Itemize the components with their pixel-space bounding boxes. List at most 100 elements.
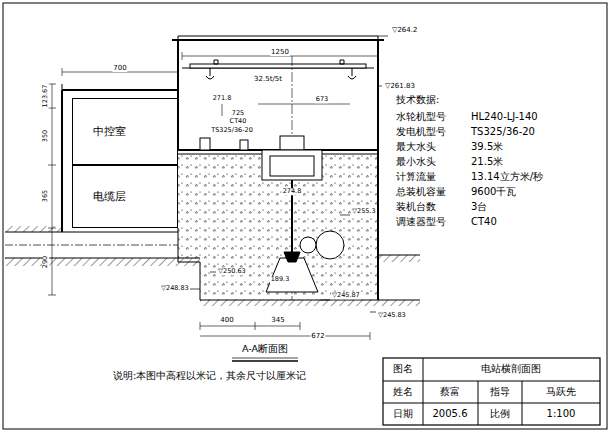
building-outline bbox=[61, 90, 63, 232]
elevation-marks bbox=[190, 36, 388, 312]
building-outline bbox=[5, 232, 200, 258]
title-block-cell: 比例 bbox=[489, 408, 511, 420]
building-outline bbox=[5, 245, 178, 246]
dimension-text: 1250 bbox=[270, 48, 290, 56]
spec-key: 总装机容量 bbox=[395, 186, 447, 198]
dimension-text: 290 bbox=[42, 255, 49, 269]
concrete-mass bbox=[200, 300, 420, 306]
section-title-underline bbox=[232, 358, 298, 359]
spec-key: 调速器型号 bbox=[395, 216, 447, 228]
dimension-text: ▽245.83 bbox=[377, 312, 407, 319]
title-block bbox=[383, 358, 600, 425]
title-block-cell: 日期 bbox=[392, 408, 414, 420]
spec-value: CT40 bbox=[470, 216, 498, 228]
dimension-text: ▽245.87 bbox=[331, 292, 361, 299]
dimension-text: 700 bbox=[112, 64, 127, 72]
building-outline bbox=[178, 36, 378, 40]
spec-value: HL240-LJ-140 bbox=[470, 111, 539, 123]
turbine-generator-unit bbox=[270, 156, 314, 176]
turbine-generator-unit bbox=[300, 237, 316, 253]
title-block-cell: 1:100 bbox=[546, 408, 577, 420]
sheet-frame bbox=[3, 3, 607, 429]
title-block-cell: 姓名 bbox=[392, 386, 414, 398]
dimension-text: 725 bbox=[231, 110, 245, 117]
concrete-mass bbox=[178, 150, 378, 300]
dimension-text: 123.67 bbox=[42, 84, 49, 109]
dimension-text: 350 bbox=[42, 129, 49, 143]
title-block-cell: 指导 bbox=[489, 386, 511, 398]
dimension-text: ▽250.63 bbox=[217, 268, 247, 275]
concrete-mass bbox=[5, 150, 420, 306]
note-text: 说明:本图中高程以米记，其余尺寸以厘米记 bbox=[112, 368, 319, 383]
title-block-cell: 图名 bbox=[392, 363, 414, 375]
title-block-cell: 2005.6 bbox=[432, 408, 469, 420]
turbine-generator-unit bbox=[200, 56, 344, 300]
table-heading: 技术数据: bbox=[395, 94, 440, 106]
dimension-text: 271.8 bbox=[212, 95, 233, 102]
dimension-lines bbox=[48, 52, 378, 340]
spec-value: 3台 bbox=[470, 201, 488, 213]
dimension-text: TS325/36-20 bbox=[210, 127, 254, 134]
title-block-cell: 马跃先 bbox=[545, 386, 577, 398]
spec-key: 最大水头 bbox=[395, 141, 437, 153]
dimension-text: 365 bbox=[42, 189, 49, 203]
spec-key: 装机台数 bbox=[395, 201, 437, 213]
title-block bbox=[383, 358, 600, 425]
concrete-mass bbox=[378, 255, 420, 262]
dimension-text: 672 bbox=[310, 332, 325, 340]
dimension-text: ▽264.2 bbox=[391, 26, 418, 34]
spec-key: 水轮机型号 bbox=[395, 111, 447, 123]
spec-value: 13.14立方米/秒 bbox=[470, 171, 544, 183]
elevation-marks bbox=[190, 36, 388, 312]
dimension-text: 345 bbox=[270, 316, 285, 324]
title-block bbox=[383, 381, 600, 403]
room-zone: 电缆层 bbox=[72, 165, 178, 228]
turbine-generator-unit bbox=[240, 140, 248, 150]
spec-value: 21.5米 bbox=[470, 156, 504, 168]
dimension-text: ▽261.83 bbox=[384, 82, 416, 90]
room-zone: 中控室 bbox=[72, 98, 178, 165]
dimension-lines bbox=[200, 332, 370, 340]
dimension-text: ▽248.83 bbox=[160, 285, 190, 292]
crane bbox=[214, 60, 344, 64]
spec-key: 计算流量 bbox=[395, 171, 437, 183]
spec-value: TS325/36-20 bbox=[470, 126, 536, 138]
room-name: 电缆层 bbox=[91, 189, 128, 204]
turbine-generator-unit bbox=[200, 138, 210, 150]
dimension-text: 32.5t/5t bbox=[253, 75, 283, 83]
title-block-cell: 电站横剖面图 bbox=[480, 363, 542, 375]
building-outline bbox=[62, 89, 178, 91]
spec-value: 39.5米 bbox=[470, 141, 504, 153]
building-outline bbox=[178, 228, 378, 300]
title-block-cell: 蔡富 bbox=[439, 386, 461, 398]
room-name: 中控室 bbox=[91, 124, 128, 139]
turbine-generator-unit bbox=[284, 252, 300, 262]
turbine-generator-unit bbox=[316, 231, 344, 259]
building-outline bbox=[178, 36, 378, 37]
concrete-mass bbox=[5, 258, 200, 266]
dimension-text: 189.3 bbox=[270, 276, 291, 283]
dimension-text: ▽255.3 bbox=[351, 208, 377, 215]
dimension-text: 400 bbox=[219, 316, 234, 324]
sheet-frame bbox=[3, 3, 607, 429]
concrete-mass bbox=[5, 226, 62, 232]
section-title-underline bbox=[232, 360, 298, 362]
building-outline bbox=[377, 40, 379, 300]
dimension-text: 673 bbox=[315, 96, 329, 103]
building-outline bbox=[5, 36, 420, 300]
turbine-generator-unit bbox=[266, 258, 318, 292]
spec-key: 发电机型号 bbox=[395, 126, 447, 138]
crane bbox=[190, 64, 366, 68]
section-title-underline bbox=[232, 358, 298, 361]
spec-value: 9600千瓦 bbox=[470, 186, 517, 198]
spec-key: 最小水头 bbox=[395, 156, 437, 168]
building-outline bbox=[378, 255, 420, 300]
dimension-text: CT40 bbox=[229, 118, 248, 125]
dimension-text: A-A断面图 bbox=[241, 344, 289, 355]
turbine-generator-unit bbox=[262, 150, 322, 180]
building-outline bbox=[172, 39, 384, 41]
building-outline bbox=[62, 84, 63, 90]
turbine-generator-unit bbox=[280, 136, 304, 150]
dimension-text: 274.8 bbox=[282, 188, 303, 195]
